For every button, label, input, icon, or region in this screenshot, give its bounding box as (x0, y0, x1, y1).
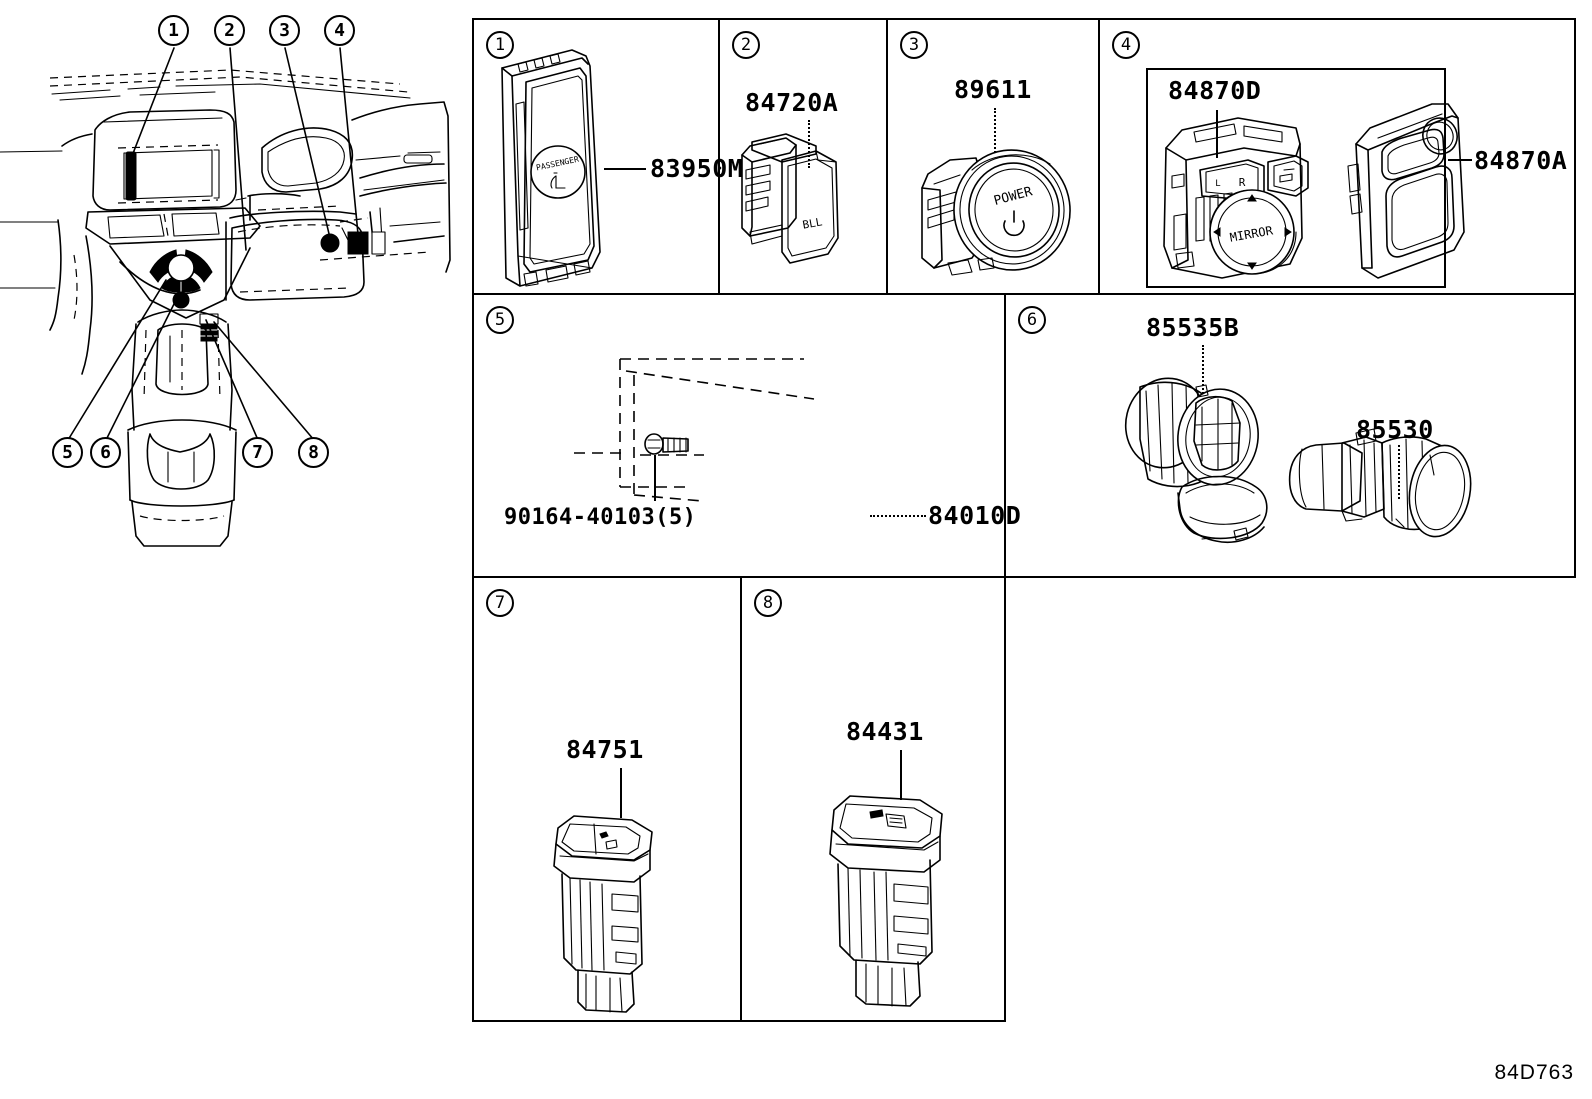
callout-3-label: 3 (279, 20, 290, 41)
cell-3-number: 3 (900, 31, 928, 59)
leader-84870D (1216, 110, 1218, 158)
illustration-artwork (0, 47, 451, 547)
leader-85530 (1398, 445, 1400, 499)
parts-grid: 1 (472, 18, 1576, 1022)
parts-cell-7[interactable]: 7 84751 (472, 576, 742, 1022)
part-label-84751: 84751 (566, 735, 644, 764)
callout-4[interactable]: 4 (324, 15, 355, 46)
leader-84010D (870, 515, 926, 517)
parts-cell-6[interactable]: 6 85535B 85530 (1004, 293, 1576, 578)
center-stack-bezel (92, 109, 237, 211)
sheet-code: 84D763 (1494, 1061, 1574, 1084)
callout-6[interactable]: 6 (90, 437, 121, 468)
callout-2-label: 2 (224, 20, 235, 41)
cell-7-number: 7 (486, 589, 514, 617)
part-83950M-artwork: PASSENGER (501, 49, 601, 287)
cell-6-number-label: 6 (1026, 309, 1038, 330)
cell-4-number-label: 4 (1120, 34, 1132, 55)
hvac-panel (85, 207, 261, 245)
vehicle-illustration: 1 2 3 4 5 6 7 8 (0, 0, 460, 560)
part-85535B-85530-artwork (1124, 377, 1472, 543)
switch-bezel-84870A (1347, 103, 1465, 279)
callout-1[interactable]: 1 (158, 15, 189, 46)
part-label-84870D: 84870D (1168, 76, 1262, 105)
cell-6-number: 6 (1018, 306, 1046, 334)
callout-leaders-lower (67, 279, 315, 441)
cigarette-lighter-85530 (1288, 428, 1472, 538)
power-outlet-85535B (1124, 377, 1268, 543)
leader-90164 (654, 455, 656, 501)
steering-column (225, 127, 365, 301)
svg-text:BLL: BLL (801, 215, 823, 231)
parts-cell-4[interactable]: 4 84870D (1098, 18, 1576, 295)
leader-85535B (1202, 345, 1204, 397)
cell-2-number-label: 2 (740, 34, 752, 55)
cell-4-number: 4 (1112, 31, 1140, 59)
part-label-90164: 90164-40103(5) (504, 505, 697, 530)
cell-3-number-label: 3 (908, 34, 920, 55)
part-84720A-artwork: BLL (741, 133, 839, 264)
parts-cell-1[interactable]: 1 (472, 18, 743, 295)
part-label-83950M: 83950M (650, 154, 744, 183)
leader-89611 (994, 108, 996, 160)
part-84010D-artwork (574, 358, 815, 502)
part-label-85535B: 85535B (1146, 313, 1240, 342)
part-label-84870A: 84870A (1474, 146, 1568, 175)
part-89611-artwork: POWER (921, 149, 1071, 276)
part-84870D-84870A-artwork: R L MIRROR (1163, 103, 1465, 279)
leader-84431 (900, 750, 902, 800)
cell-2-number: 2 (732, 31, 760, 59)
parts-cell-2[interactable]: 2 84720A B (718, 18, 888, 295)
parts-cell-8[interactable]: 8 84431 (740, 576, 1006, 1022)
parts-cell-5[interactable]: 5 (472, 293, 1021, 578)
floor-console (109, 245, 251, 547)
screw-90164 (644, 433, 689, 455)
callout-1-label: 1 (168, 20, 179, 41)
callout-8[interactable]: 8 (298, 437, 329, 468)
master-switch-body: R L MIRROR (1163, 117, 1309, 279)
callout-6-label: 6 (100, 442, 111, 463)
right-dash (319, 101, 451, 273)
cell-4-inner-box (1146, 68, 1446, 288)
callout-5[interactable]: 5 (52, 437, 83, 468)
callout-5-label: 5 (62, 442, 73, 463)
part-label-89611: 89611 (954, 75, 1032, 104)
part-84431-artwork (829, 795, 943, 1007)
part-label-84720A: 84720A (745, 88, 839, 117)
left-trim (0, 133, 93, 375)
cell-5-number-label: 5 (494, 309, 506, 330)
cell-1-number-label: 1 (494, 34, 506, 55)
leader-84870A (1448, 159, 1472, 161)
svg-text:R: R (1239, 176, 1246, 189)
callout-3[interactable]: 3 (269, 15, 300, 46)
part-label-84431: 84431 (846, 717, 924, 746)
cell-7-number-label: 7 (494, 592, 506, 613)
cell-5-number: 5 (486, 306, 514, 334)
part-84751-artwork (553, 815, 653, 1013)
callout-7[interactable]: 7 (242, 437, 273, 468)
parts-cell-3[interactable]: 3 89611 POWER (886, 18, 1100, 295)
leader-84751 (620, 768, 622, 818)
svg-text:L: L (1215, 179, 1220, 189)
dash-top-trim (49, 69, 411, 101)
cell-8-number-label: 8 (762, 592, 774, 613)
leader-83950M (604, 168, 646, 170)
callout-4-label: 4 (334, 20, 345, 41)
callout-2[interactable]: 2 (214, 15, 245, 46)
cell-1-number: 1 (486, 31, 514, 59)
callout-8-label: 8 (308, 442, 319, 463)
callout-7-label: 7 (252, 442, 263, 463)
cell-8-number: 8 (754, 589, 782, 617)
callout-leaders-upper (131, 47, 359, 251)
